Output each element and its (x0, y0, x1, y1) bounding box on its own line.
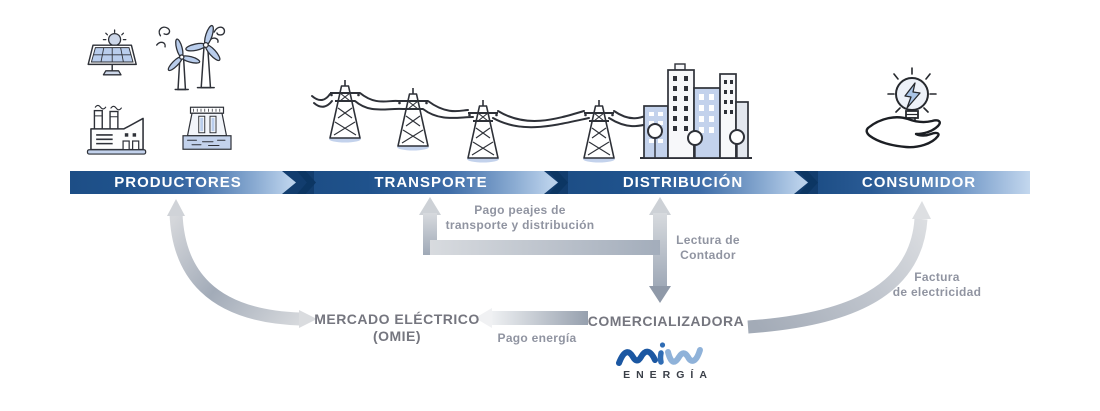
factory-icon (86, 104, 147, 155)
label-line: de electricidad (892, 285, 982, 299)
peajes-connector-bar (430, 240, 660, 255)
node-line: COMERCIALIZADORA (587, 313, 745, 329)
wind-turbines-icon (156, 24, 226, 91)
arrow-comercializadora-consumidor (747, 201, 931, 334)
banner-label: CONSUMIDOR (861, 174, 977, 191)
label-pago-energia: Pago energía (477, 331, 597, 346)
label-line: Pago energía (497, 331, 577, 345)
banner-label: DISTRIBUCIÓN (622, 174, 744, 191)
banner-segment-productores: PRODUCTORES (70, 171, 296, 194)
banner-label: PRODUCTORES (114, 174, 242, 191)
hydro-plant-icon (182, 106, 232, 150)
miw-energia-logo: ENERGÍA (600, 338, 730, 381)
hand-lightbulb-icon (865, 67, 941, 149)
node-mercado-electrico: MERCADO ELÉCTRICO (OMIE) (307, 311, 487, 345)
label-line: transporte y distribución (445, 218, 595, 232)
node-line: MERCADO ELÉCTRICO (314, 311, 480, 327)
banner-segment-consumidor: CONSUMIDOR (818, 171, 1030, 194)
city-buildings-icon (640, 63, 752, 159)
banner-segment-transporte: TRANSPORTE (314, 171, 558, 194)
label-factura: Factura de electricidad (870, 270, 1004, 300)
banner-segment-distribucion: DISTRIBUCIÓN (568, 171, 808, 194)
transmission-towers-icon (311, 63, 752, 164)
logo-subtitle: ENERGÍA (623, 369, 713, 381)
solar-panel-icon (87, 29, 137, 76)
label-line: Pago peajes de (474, 203, 566, 217)
label-line: Lectura de (676, 233, 740, 247)
arrow-pago-energia (475, 308, 588, 328)
label-pago-peajes: Pago peajes de transporte y distribución (403, 203, 637, 233)
label-lectura-contador: Lectura de Contador (658, 233, 758, 263)
label-line: Factura (914, 270, 960, 284)
banner-label: TRANSPORTE (374, 174, 488, 191)
label-line: Contador (680, 248, 736, 262)
node-line: (OMIE) (372, 328, 422, 344)
node-comercializadora: COMERCIALIZADORA (578, 313, 754, 330)
arrow-productores-mercado (167, 199, 317, 328)
miw-logo-waves-icon (616, 342, 703, 366)
